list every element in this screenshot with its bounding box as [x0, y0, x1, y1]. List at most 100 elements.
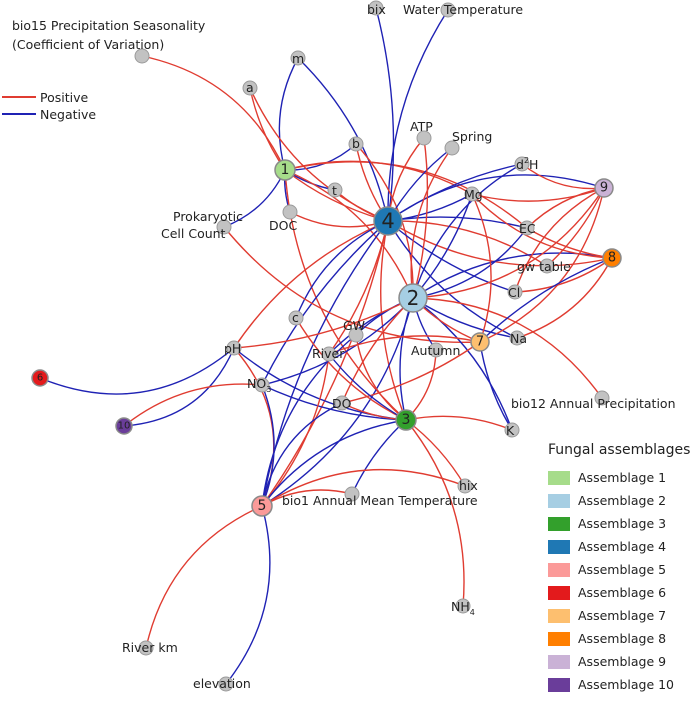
- svg-text:6: 6: [37, 373, 43, 384]
- edge-n5-hix-94: [261, 468, 466, 507]
- node-do: [334, 395, 350, 411]
- legend-swatch-8: [548, 632, 570, 646]
- edge-na-n8-65: [516, 257, 613, 339]
- label-bio15-sub: (Coefficient of Variation): [12, 37, 164, 52]
- node-d2h: [514, 156, 530, 172]
- label-gw-table: gw table: [517, 259, 571, 274]
- edge-n2-spring-41: [410, 147, 453, 299]
- edge-n4-n5-33: [261, 220, 389, 507]
- node-bio12: [594, 390, 610, 406]
- node-river: [321, 346, 337, 362]
- label-water-temperature: Water Temperature: [403, 2, 523, 17]
- label-b: b: [352, 136, 360, 151]
- label-elevation: elevation: [193, 676, 251, 691]
- legend-swatch-2: [548, 494, 570, 508]
- edge-n2-n8-55: [412, 252, 613, 299]
- label-prokaryotic: Prokaryotic: [173, 209, 243, 224]
- edge-m-n1-2: [278, 57, 299, 171]
- edge-n2-ph-45: [233, 297, 414, 349]
- edge-n4-gwt-25: [387, 220, 548, 267]
- edge-cl-n9-63: [514, 187, 605, 293]
- node-autumn: [428, 342, 444, 358]
- svg-text:1: 1: [281, 162, 290, 178]
- node-spring: [444, 140, 460, 156]
- node-nh4: [455, 598, 471, 614]
- edge-n4-no3-29: [261, 220, 389, 386]
- legend-swatch-3: [548, 517, 570, 531]
- node-c: [288, 310, 304, 326]
- edge-n2-d2h-39: [412, 163, 523, 299]
- svg-text:4: 4: [381, 209, 394, 233]
- label-river-km: River km: [122, 640, 178, 655]
- label-k: K: [506, 423, 515, 438]
- edge-no3-n3-77: [261, 384, 407, 421]
- edge-layer: [39, 7, 613, 685]
- edge-n7-river-70: [328, 335, 481, 355]
- edge-n3-bio1-88: [351, 419, 407, 495]
- label-d2h: d2H: [516, 156, 538, 172]
- edge-gw-n3-80: [355, 334, 407, 421]
- label-doc: DOC: [269, 218, 297, 233]
- node-mg: [464, 186, 480, 202]
- edge-n2-bio12-52: [412, 297, 603, 399]
- legend-swatch-5: [548, 563, 570, 577]
- assemblage-node-7: 7: [470, 332, 490, 352]
- edge-n7-n8-67: [479, 257, 613, 343]
- svg-text:8: 8: [608, 251, 616, 266]
- node-prokaryotic-cell-count: [216, 219, 232, 235]
- edge-n2-atp-42: [412, 137, 429, 299]
- svg-text:2: 2: [407, 286, 420, 310]
- edge-cl-n8-62: [514, 257, 613, 293]
- assemblage-legend: Fungal assemblages Assemblage 1 Assembla…: [548, 442, 690, 692]
- node-cl: [507, 284, 523, 300]
- edge-n3-n5-89: [261, 419, 407, 507]
- legend-label-9: Assemblage 9: [578, 654, 666, 669]
- legend-label-10: Assemblage 10: [578, 677, 674, 692]
- label-bio1: bio1 Annual Mean Temperature: [282, 493, 478, 508]
- node-na: [509, 330, 525, 346]
- label-hix: hix: [459, 478, 478, 493]
- label-nh4: NH4: [451, 599, 475, 617]
- edge-n4-ph-28: [233, 220, 389, 349]
- node-bio1: [344, 486, 360, 502]
- edge-n7-do_-71: [341, 341, 481, 404]
- legend-label-4: Assemblage 4: [578, 539, 666, 554]
- legend-swatch-6: [548, 586, 570, 600]
- assemblage-node-4: 4: [373, 206, 403, 236]
- label-spring: Spring: [452, 129, 492, 144]
- node-atp: [416, 130, 432, 146]
- edge-n6-ph-72: [39, 347, 235, 395]
- edge-n7-n9-66: [479, 187, 605, 343]
- legend-label-6: Assemblage 6: [578, 585, 666, 600]
- node-bix: [368, 0, 384, 16]
- legend-negative-label: Negative: [40, 107, 96, 122]
- edge-do_-n5-83: [261, 402, 343, 507]
- edge-n4-d2h-22: [387, 163, 523, 222]
- node-river-km: [138, 640, 154, 656]
- node-b: [348, 136, 364, 152]
- label-mg: Mg: [464, 187, 483, 202]
- node-gw-table: [539, 258, 555, 274]
- assemblage-node-2: 2: [398, 283, 428, 313]
- svg-text:3: 3: [402, 412, 411, 428]
- legend-swatch-4: [548, 540, 570, 554]
- edge-no3-n5-78: [261, 384, 275, 507]
- node-m: [290, 50, 306, 66]
- assemblage-node-1: 1: [274, 159, 296, 181]
- edge-n1-n2-8: [284, 169, 414, 299]
- node-doc: [282, 204, 298, 220]
- label-river: River: [312, 346, 345, 361]
- node-k: [504, 422, 520, 438]
- edge-n4-n5-32: [261, 220, 389, 507]
- edge-gw-n5-95: [261, 334, 357, 507]
- label-m: m: [292, 51, 304, 66]
- assemblage-node-3: 3: [395, 409, 417, 431]
- label-atp: ATP: [410, 119, 433, 134]
- edge-n10-no3-74: [123, 383, 263, 427]
- edge-n7-mg-68: [471, 193, 492, 343]
- edge-legend: Positive Negative: [2, 90, 96, 122]
- edge-n5-rkm-92: [145, 505, 263, 649]
- node-ph: [226, 340, 242, 356]
- label-bio15: bio15 Precipitation Seasonality: [12, 18, 206, 33]
- label-ph: pH: [224, 341, 241, 356]
